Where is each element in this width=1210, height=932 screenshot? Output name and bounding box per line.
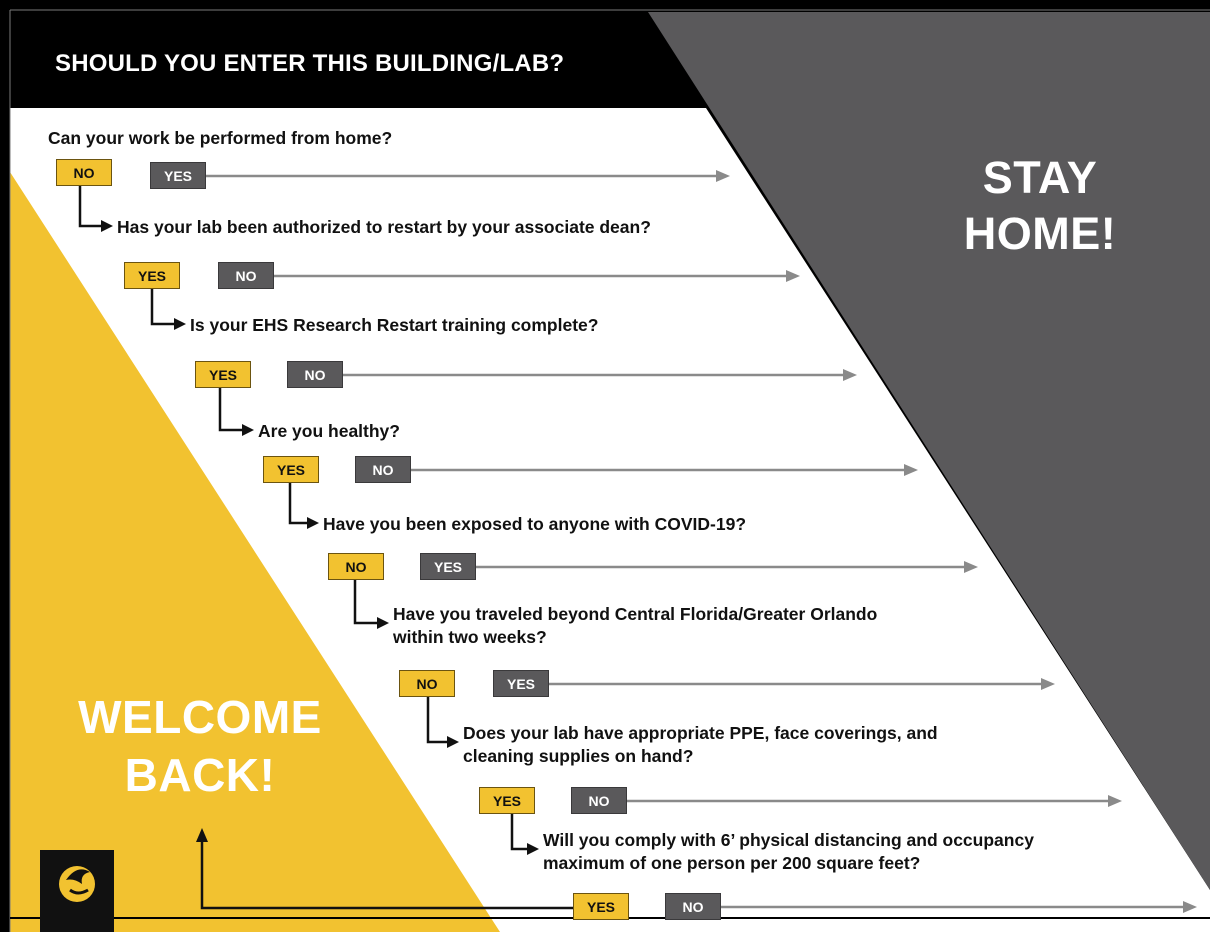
- question-line: Can your work be performed from home?: [48, 128, 393, 148]
- welcome-back-connector: [200, 840, 573, 910]
- stay-home-answer-button: YES: [150, 162, 206, 189]
- question-text: Has your lab been authorized to restart …: [117, 216, 651, 239]
- question-text: Will you comply with 6’ physical distanc…: [543, 829, 1034, 875]
- next-question-arrowhead: [447, 736, 459, 748]
- next-question-connector: [353, 580, 383, 625]
- welcome-back-line: WELCOME: [78, 691, 322, 743]
- proceed-answer-button: YES: [573, 893, 629, 920]
- question-line: Are you healthy?: [258, 421, 400, 441]
- stay-home-arrowhead: [786, 270, 800, 282]
- next-question-connector: [288, 483, 313, 525]
- next-question-arrowhead: [527, 843, 539, 855]
- stay-home-answer-button: NO: [571, 787, 627, 814]
- stay-home-arrowhead: [904, 464, 918, 476]
- question-text: Have you traveled beyond Central Florida…: [393, 603, 877, 649]
- stay-home-arrowhead: [1108, 795, 1122, 807]
- question-text: Have you been exposed to anyone with COV…: [323, 513, 746, 536]
- proceed-answer-button: YES: [263, 456, 319, 483]
- stay-home-answer-button: NO: [355, 456, 411, 483]
- question-line: maximum of one person per 200 square fee…: [543, 853, 921, 873]
- question-line: Have you been exposed to anyone with COV…: [323, 514, 747, 534]
- stay-home-answer-button: NO: [665, 893, 721, 920]
- stay-home-line: HOME!: [963, 208, 1117, 259]
- stay-home-answer-button: NO: [287, 361, 343, 388]
- next-question-arrowhead: [242, 424, 254, 436]
- next-question-arrowhead: [174, 318, 186, 330]
- stay-home-answer-button: YES: [493, 670, 549, 697]
- question-line: Have you traveled beyond Central Florida…: [393, 604, 878, 624]
- question-text: Can your work be performed from home?: [48, 127, 392, 150]
- question-line: cleaning supplies on hand?: [463, 746, 694, 766]
- next-question-arrowhead: [307, 517, 319, 529]
- next-question-connector: [150, 289, 180, 326]
- question-line: Is your EHS Research Restart training co…: [190, 315, 599, 335]
- welcome-back-line: BACK!: [124, 749, 276, 801]
- stay-home-arrowhead: [964, 561, 978, 573]
- proceed-answer-button: NO: [399, 670, 455, 697]
- stay-home-answer-button: NO: [218, 262, 274, 289]
- stay-home-arrowhead: [716, 170, 730, 182]
- stay-home-arrowhead: [843, 369, 857, 381]
- stay-home-line: STAY: [982, 152, 1098, 203]
- question-line: Has your lab been authorized to restart …: [117, 217, 651, 237]
- next-question-connector: [218, 388, 248, 432]
- next-question-connector: [78, 186, 107, 228]
- proceed-answer-button: NO: [56, 159, 112, 186]
- stay-home-arrowhead: [1183, 901, 1197, 913]
- gold-panel: [10, 172, 500, 932]
- welcome-back-outcome: WELCOME BACK!: [40, 688, 360, 804]
- stay-home-arrowhead: [1041, 678, 1055, 690]
- pegasus-icon: [59, 866, 95, 902]
- stay-home-answer-button: YES: [420, 553, 476, 580]
- gray-panel: [648, 12, 1210, 890]
- question-text: Are you healthy?: [258, 420, 400, 443]
- proceed-answer-button: YES: [195, 361, 251, 388]
- question-line: Will you comply with 6’ physical distanc…: [543, 830, 1034, 850]
- question-text: Is your EHS Research Restart training co…: [190, 314, 598, 337]
- proceed-answer-button: YES: [479, 787, 535, 814]
- ucf-logo: [40, 850, 114, 932]
- next-question-connector: [510, 814, 533, 851]
- welcome-back-arrowhead: [196, 828, 208, 842]
- next-question-arrowhead: [377, 617, 389, 629]
- page-title: SHOULD YOU ENTER THIS BUILDING/LAB?: [55, 50, 565, 77]
- proceed-answer-button: NO: [328, 553, 384, 580]
- question-text: Does your lab have appropriate PPE, face…: [463, 722, 938, 768]
- next-question-arrowhead: [101, 220, 113, 232]
- question-line: Does your lab have appropriate PPE, face…: [463, 723, 938, 743]
- stay-home-outcome: STAY HOME!: [930, 150, 1150, 262]
- question-line: within two weeks?: [393, 627, 547, 647]
- next-question-connector: [426, 697, 453, 744]
- proceed-answer-button: YES: [124, 262, 180, 289]
